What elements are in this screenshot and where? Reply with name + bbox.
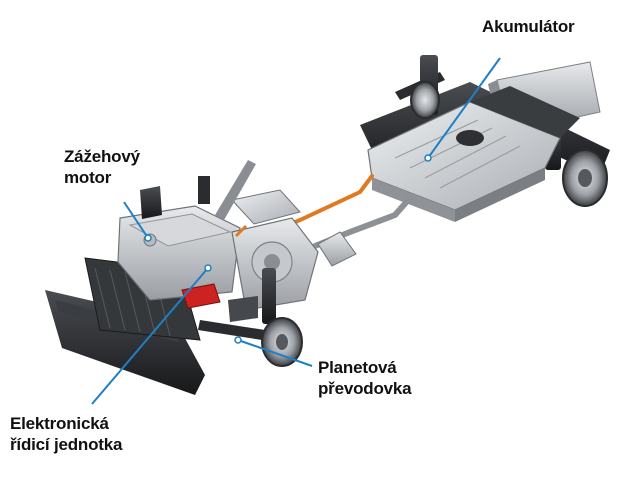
dot-ecu xyxy=(204,264,212,272)
dot-planetova xyxy=(234,336,242,344)
label-motor-line-1: Zážehový xyxy=(64,147,140,166)
label-akumulator-line-1: Akumulátor xyxy=(482,17,575,36)
leader-ecu xyxy=(91,267,209,405)
label-planetova-line-2: převodovka xyxy=(318,379,412,398)
label-motor-line-2: motor xyxy=(64,168,112,187)
label-planetova-prevodovka: Planetová převodovka xyxy=(318,357,412,399)
label-ecu-line-1: Elektronická xyxy=(10,414,109,433)
label-zazehovy-motor: Zážehový motor xyxy=(64,146,140,188)
auxiliary-battery xyxy=(181,283,221,309)
label-ridici-jednotka: Elektronická řídicí jednotka xyxy=(10,413,122,455)
engine-mount xyxy=(140,186,162,219)
catalytic-converter xyxy=(317,231,357,267)
leader-lines xyxy=(91,57,501,405)
front-module xyxy=(45,160,319,395)
battery-pack xyxy=(367,86,580,222)
label-akumulator: Akumulátor xyxy=(482,16,575,37)
label-ecu-line-2: řídicí jednotka xyxy=(10,435,123,454)
front-strut xyxy=(262,268,276,324)
steering-column xyxy=(215,160,256,220)
power-control-unit xyxy=(231,189,301,225)
leader-motor xyxy=(123,201,149,239)
leader-planetova xyxy=(237,339,313,367)
dot-akumulator xyxy=(424,154,432,162)
dot-motor xyxy=(144,234,152,242)
label-planetova-line-1: Planetová xyxy=(318,358,397,377)
leader-akumulator xyxy=(427,57,501,159)
